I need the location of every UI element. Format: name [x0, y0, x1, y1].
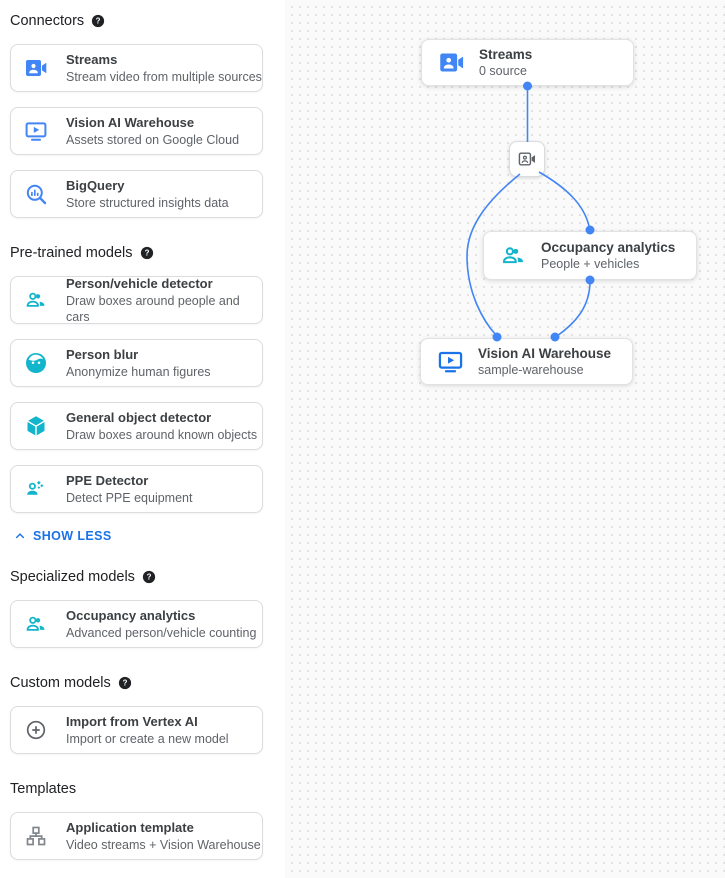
card-title: Import from Vertex AI: [66, 713, 198, 729]
component-sidebar: Connectors ? Streams Stream video from m…: [0, 0, 285, 878]
node-subtitle: sample-warehouse: [478, 363, 584, 377]
sidebar-card-person-vehicle-detector[interactable]: Person/vehicle detector Draw boxes aroun…: [10, 276, 263, 324]
section-custom-models: Custom models ?: [10, 675, 285, 691]
card-title: General object detector: [66, 409, 212, 425]
card-subtitle: Stream video from multiple sources: [66, 69, 262, 84]
graph-edges: [466, 81, 595, 342]
svg-text:?: ?: [122, 679, 127, 688]
sidebar-card-bigquery[interactable]: BigQuery Store structured insights data: [10, 170, 263, 218]
chevron-up-icon: [12, 528, 28, 544]
card-title: PPE Detector: [66, 472, 149, 488]
warehouse-monitor-icon: [436, 348, 464, 376]
card-subtitle: Draw boxes around known objects: [66, 427, 258, 442]
show-less-label: SHOW LESS: [33, 529, 112, 543]
bigquery-icon: [24, 182, 48, 206]
people-icon: [24, 612, 48, 636]
video-camera-outline-icon: [517, 149, 537, 169]
section-label: Connectors: [10, 13, 85, 29]
video-camera-icon: [437, 49, 465, 77]
node-title: Vision AI Warehouse: [478, 346, 612, 361]
face-icon: [24, 351, 48, 375]
sidebar-card-application-template[interactable]: Application template Video streams + Vis…: [10, 812, 263, 860]
help-icon[interactable]: ?: [142, 570, 156, 584]
card-title: Streams: [66, 51, 118, 67]
plus-circle-icon: [24, 718, 48, 742]
video-camera-icon: [24, 56, 48, 80]
sidebar-card-ppe-detector[interactable]: PPE Detector Detect PPE equipment: [10, 465, 263, 513]
node-subtitle: 0 source: [479, 64, 527, 78]
card-subtitle: Store structured insights data: [66, 195, 229, 210]
card-subtitle: Video streams + Vision Warehouse: [66, 837, 261, 852]
graph-node-stream-processor[interactable]: [509, 141, 545, 177]
node-title: Streams: [479, 47, 533, 62]
sidebar-card-streams[interactable]: Streams Stream video from multiple sourc…: [10, 44, 263, 92]
help-icon[interactable]: ?: [140, 246, 154, 260]
pipeline-canvas[interactable]: Streams 0 source Occupancy analytics Peo…: [285, 0, 725, 878]
people-icon: [24, 288, 48, 312]
section-specialized-models: Specialized models ?: [10, 569, 285, 585]
sidebar-card-general-object-detector[interactable]: General object detector Draw boxes aroun…: [10, 402, 263, 450]
section-label: Pre-trained models: [10, 245, 133, 261]
svg-text:?: ?: [96, 17, 101, 26]
section-label: Templates: [10, 781, 77, 797]
card-subtitle: Draw boxes around people and cars: [66, 293, 240, 324]
svg-text:?: ?: [147, 573, 152, 582]
warehouse-monitor-icon: [24, 119, 48, 143]
card-title: Person blur: [66, 346, 139, 362]
svg-text:?: ?: [144, 249, 149, 258]
sidebar-card-occupancy-analytics[interactable]: Occupancy analytics Advanced person/vehi…: [10, 600, 263, 648]
cube-icon: [24, 414, 48, 438]
card-title: Person/vehicle detector: [66, 275, 213, 291]
help-icon[interactable]: ?: [118, 676, 132, 690]
people-icon: [499, 242, 527, 270]
edge-occupancy-to-warehouse: [556, 280, 591, 337]
graph-node-streams[interactable]: Streams 0 source: [421, 39, 634, 86]
card-title: Application template: [66, 819, 194, 835]
sidebar-card-person-blur[interactable]: Person blur Anonymize human figures: [10, 339, 263, 387]
section-connectors: Connectors ?: [10, 13, 285, 29]
sidebar-card-import-vertex-ai[interactable]: Import from Vertex AI Import or create a…: [10, 706, 263, 754]
section-pretrained-models: Pre-trained models ?: [10, 245, 285, 261]
card-subtitle: Import or create a new model: [66, 731, 229, 746]
card-subtitle: Anonymize human figures: [66, 364, 211, 379]
sidebar-card-vision-ai-warehouse[interactable]: Vision AI Warehouse Assets stored on Goo…: [10, 107, 263, 155]
node-subtitle: People + vehicles: [541, 257, 640, 271]
graph-node-vision-ai-warehouse[interactable]: Vision AI Warehouse sample-warehouse: [420, 338, 633, 385]
tree-schema-icon: [24, 824, 48, 848]
help-icon[interactable]: ?: [91, 14, 105, 28]
card-subtitle: Advanced person/vehicle counting: [66, 625, 257, 640]
card-title: Vision AI Warehouse: [66, 114, 195, 130]
section-label: Specialized models: [10, 569, 135, 585]
card-subtitle: Detect PPE equipment: [66, 490, 193, 505]
show-less-button[interactable]: SHOW LESS: [12, 528, 285, 544]
edge-processor-to-occupancy: [538, 171, 590, 227]
card-subtitle: Assets stored on Google Cloud: [66, 132, 240, 147]
ppe-icon: [24, 477, 48, 501]
card-title: BigQuery: [66, 177, 125, 193]
card-title: Occupancy analytics: [66, 607, 196, 623]
section-templates: Templates: [10, 781, 285, 797]
section-label: Custom models: [10, 675, 111, 691]
node-title: Occupancy analytics: [541, 240, 676, 255]
graph-node-occupancy-analytics[interactable]: Occupancy analytics People + vehicles: [483, 231, 697, 280]
